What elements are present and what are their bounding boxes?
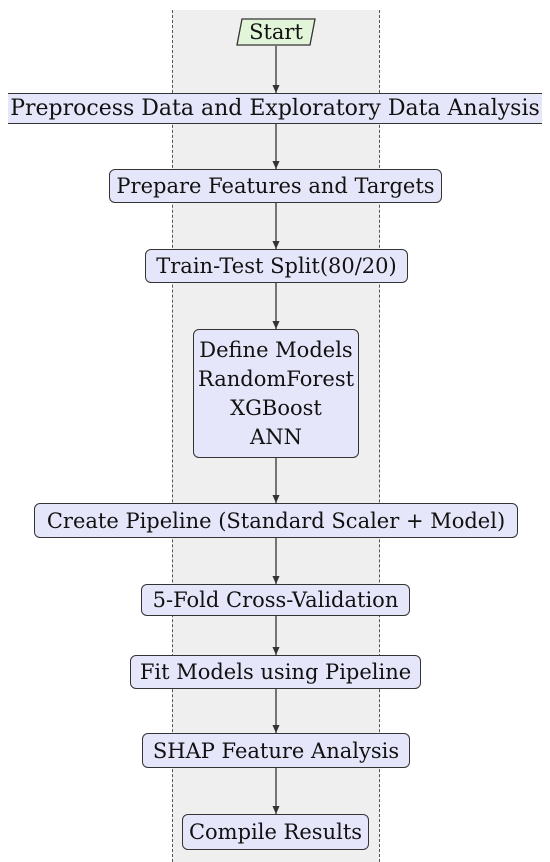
step-train-test-split: Train-Test Split(80/20) — [145, 249, 408, 283]
step-shap-analysis: SHAP Feature Analysis — [142, 733, 410, 768]
model-randomforest: RandomForest — [197, 366, 355, 391]
step-cross-validation: 5-Fold Cross-Validation — [141, 584, 410, 616]
step-fit-models: Fit Models using Pipeline — [130, 655, 421, 689]
step-define-models: Define Models RandomForest XGBoost ANN — [193, 329, 359, 458]
step-compile-results: Compile Results — [182, 814, 369, 850]
step-shap-label: SHAP Feature Analysis — [152, 738, 400, 763]
start-parallelogram — [236, 18, 316, 46]
step-preprocess-label: Preprocess Data and Exploratory Data Ana… — [10, 95, 540, 121]
step-pipeline-label: Create Pipeline (Standard Scaler + Model… — [46, 508, 506, 533]
model-xgboost: XGBoost — [230, 395, 322, 420]
step-cv-label: 5-Fold Cross-Validation — [152, 588, 399, 612]
start-label: Start — [249, 20, 303, 44]
step-prepare-features: Prepare Features and Targets — [109, 169, 442, 203]
start-node: Start — [236, 18, 316, 46]
step-prepare-label: Prepare Features and Targets — [116, 174, 435, 198]
models-heading: Define Models — [199, 337, 353, 362]
model-ann: ANN — [250, 424, 302, 449]
step-split-label: Train-Test Split(80/20) — [156, 254, 397, 278]
step-fit-label: Fit Models using Pipeline — [139, 660, 412, 684]
step-compile-label: Compile Results — [188, 820, 363, 844]
step-create-pipeline: Create Pipeline (Standard Scaler + Model… — [34, 503, 518, 538]
step-preprocess: Preprocess Data and Exploratory Data Ana… — [8, 93, 542, 124]
